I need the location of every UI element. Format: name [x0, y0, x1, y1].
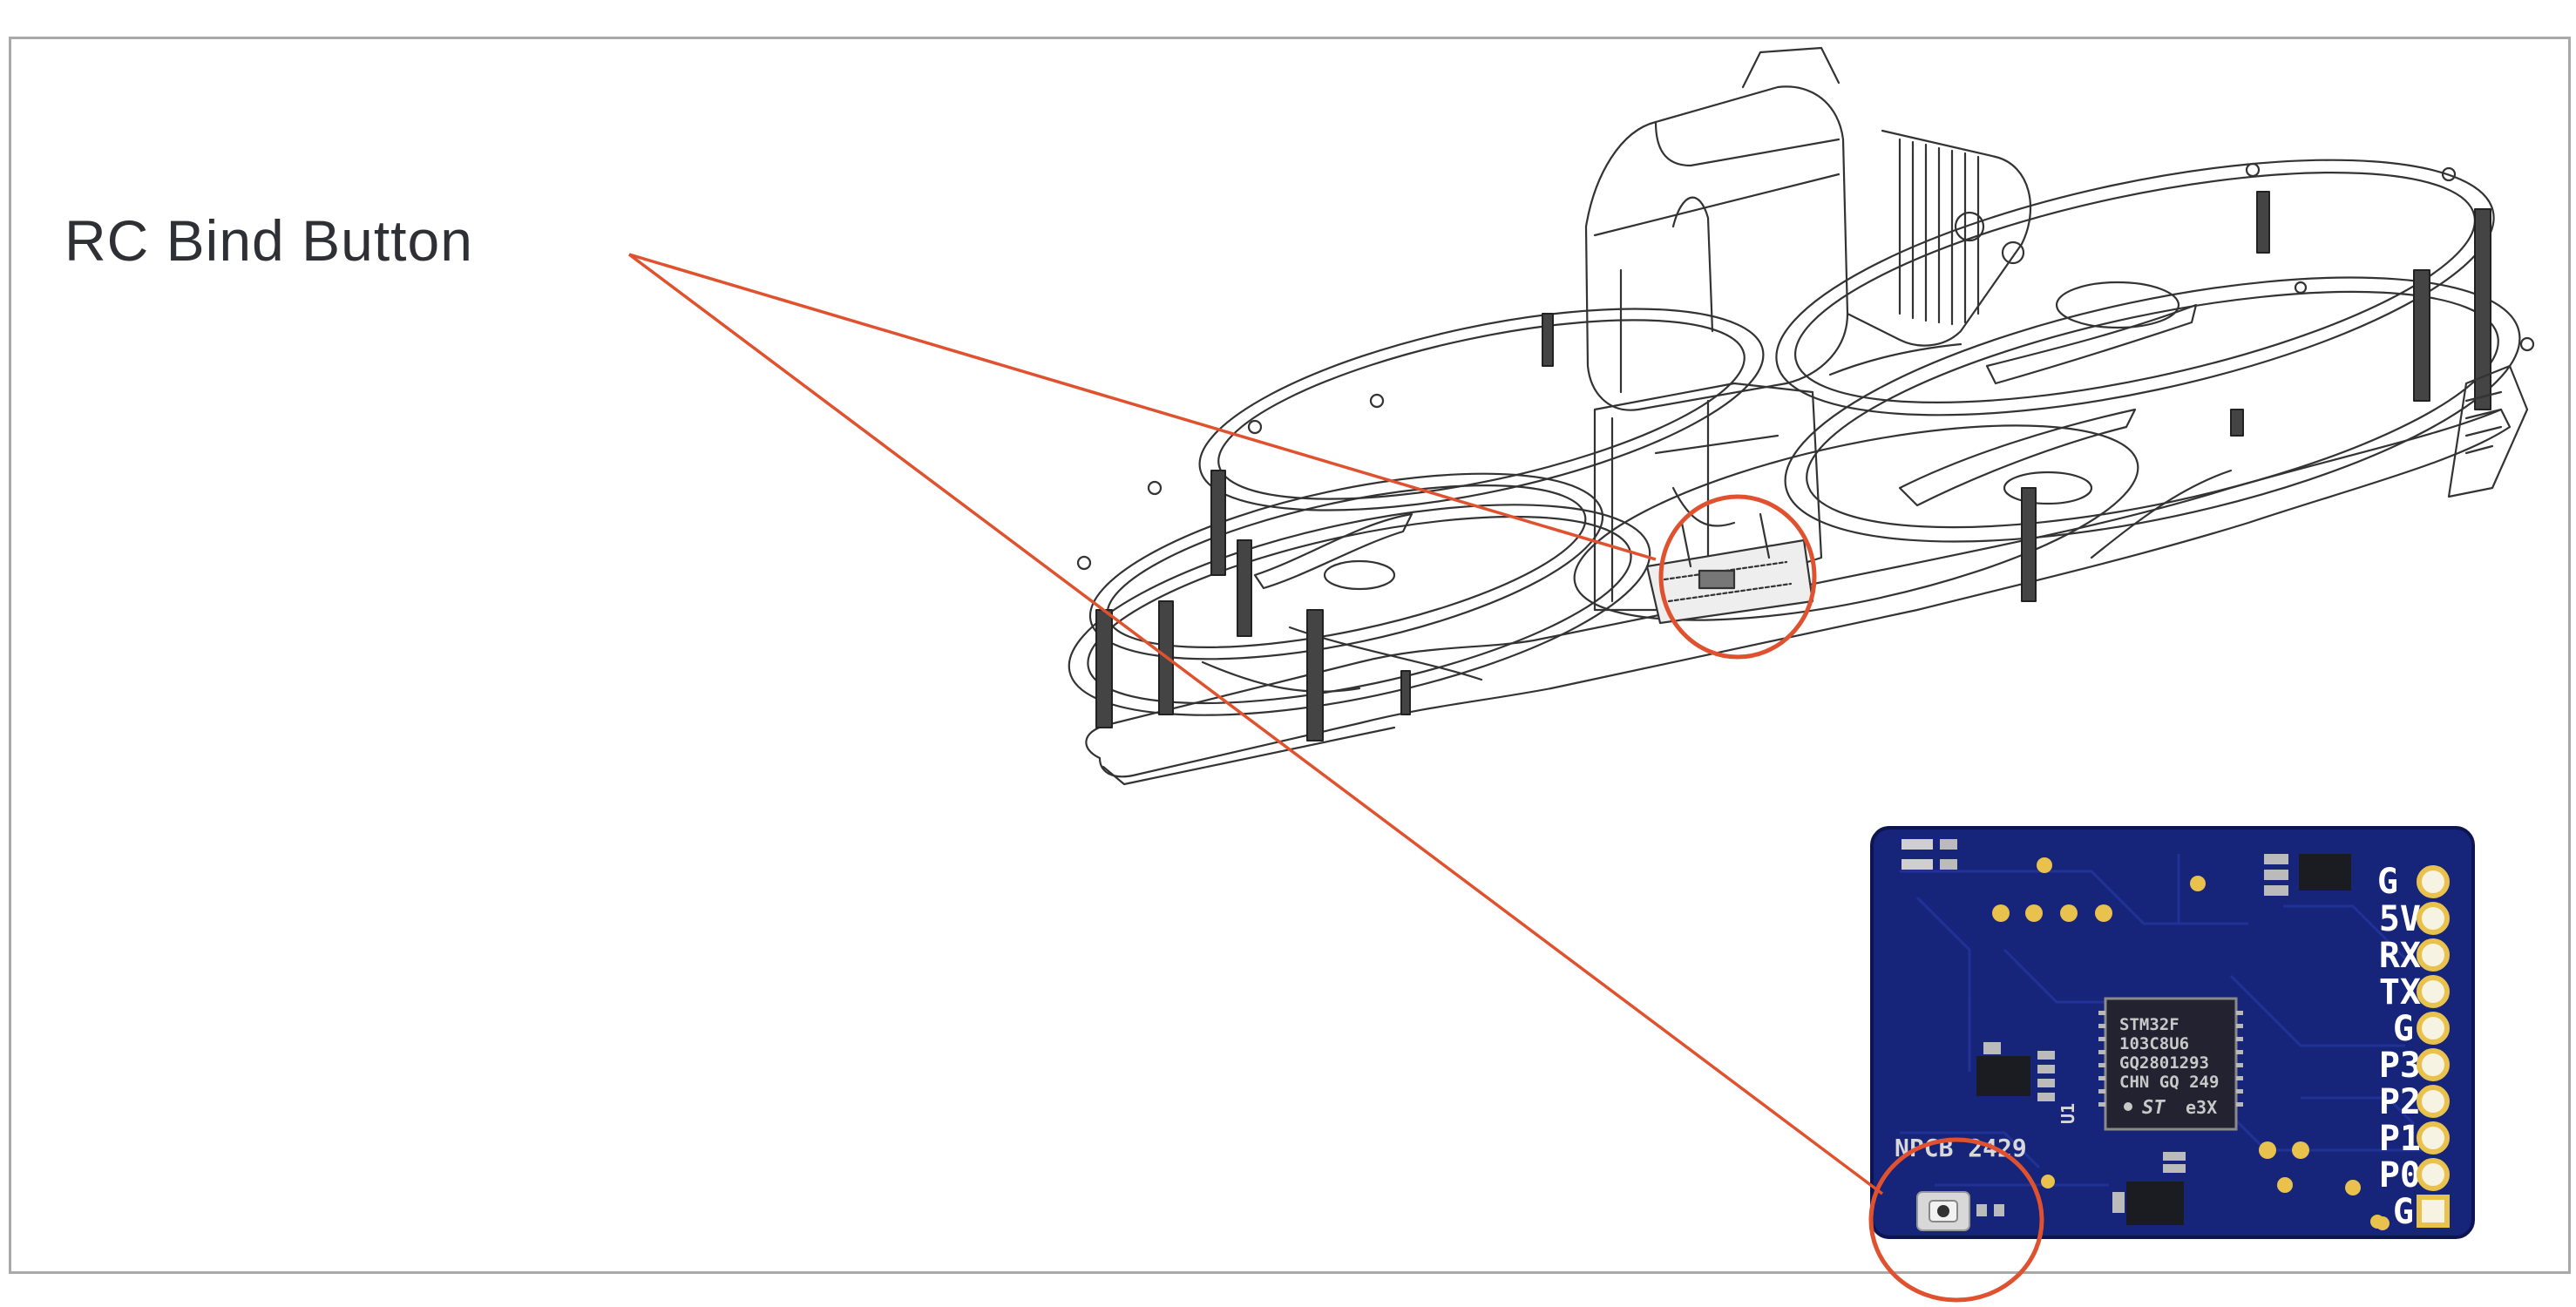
u1-label: U1 — [2057, 1103, 2078, 1124]
pin-label-8: P0 — [2379, 1155, 2421, 1195]
leader-line-to-board — [627, 253, 1884, 1195]
pin-label-4: G — [2393, 1009, 2414, 1049]
pin-label-7: P1 — [2379, 1119, 2421, 1159]
pin-label-6: P2 — [2379, 1082, 2421, 1122]
mcu-label-line3: GQ2801293 — [2119, 1053, 2209, 1073]
pin-rx: RX — [2379, 936, 2450, 976]
diagram-frame — [9, 37, 2571, 1274]
bind-button-icon — [1916, 1191, 2004, 1231]
pin-header: G 5V RX TX G — [2370, 862, 2450, 1232]
pin-label-5: P3 — [2379, 1046, 2421, 1086]
pin-p3: P3 — [2379, 1046, 2450, 1086]
pin-g-top: G — [2377, 862, 2450, 902]
pin-g-mid: G — [2393, 1009, 2450, 1049]
pin-label-1: 5V — [2379, 899, 2421, 939]
receiver-board-icon: STM32F 103C8U6 GQ2801293 CHN GQ 249 ST e… — [1870, 826, 2475, 1239]
mcu-label-line4: CHN GQ 249 — [2119, 1073, 2219, 1092]
pin-p0: P0 — [2379, 1155, 2450, 1195]
pin-label-2: RX — [2379, 936, 2421, 976]
pin-tx: TX — [2379, 972, 2450, 1012]
mcu-suffix: e3X — [2186, 1097, 2217, 1118]
pin-label-3: TX — [2379, 972, 2421, 1012]
mcu-label-line1: STM32F — [2119, 1015, 2179, 1034]
mcu-brand-logo: ST — [2142, 1097, 2166, 1119]
mcu-label-line2: 103C8U6 — [2119, 1034, 2189, 1053]
pin-label-0: G — [2377, 862, 2398, 902]
pin-p1: P1 — [2379, 1119, 2450, 1159]
pin-label-9: G — [2393, 1192, 2414, 1232]
leader-line-to-drone — [628, 253, 1657, 561]
pin-p2: P2 — [2379, 1082, 2450, 1122]
pin-5v: 5V — [2379, 899, 2450, 939]
drone-drawing-icon — [1068, 46, 2535, 786]
callout-label: RC Bind Button — [64, 208, 473, 273]
button-highlight-circle — [1868, 1137, 2044, 1303]
pin-g-bottom: G — [2393, 1192, 2450, 1232]
callout-leaders — [627, 253, 2044, 1303]
drone-highlight-circle — [1658, 494, 1817, 660]
